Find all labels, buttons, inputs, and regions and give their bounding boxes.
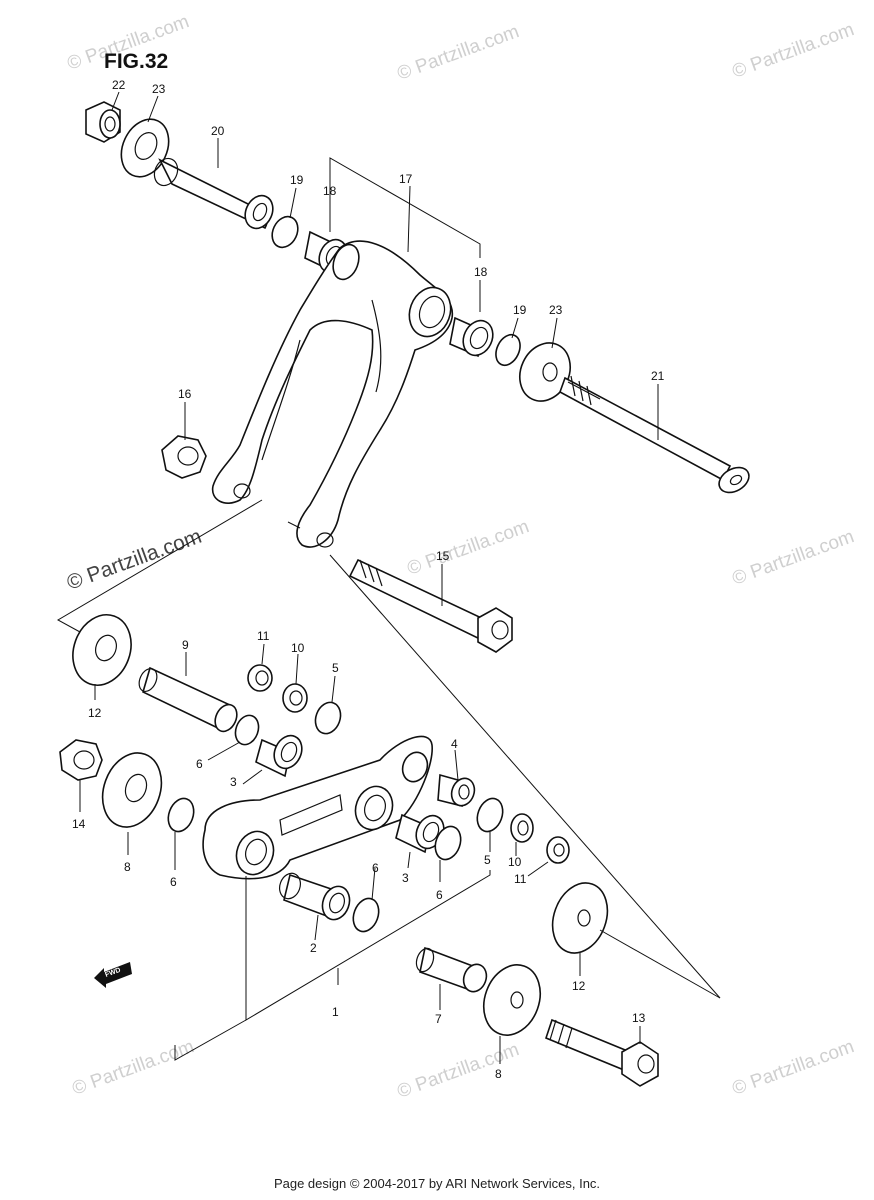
part-4-collar [437,773,476,807]
part-20-sleeve [153,157,274,230]
part-19-oring [495,333,521,367]
watermark-strong: © Partzilla.com [64,525,205,595]
watermark: © Partzilla.com [405,516,532,580]
part-8-washer [101,752,163,828]
figure-title: FIG.32 [104,50,168,73]
part-23-washer [519,342,571,402]
callout-21: 21 [651,369,665,383]
callout-8: 8 [124,860,131,874]
part-11-seal [546,836,570,864]
part-14-nut [59,739,103,781]
callout-23: 23 [549,303,563,317]
callout-18: 18 [474,265,488,279]
callout-9: 9 [182,638,189,652]
part-13-bolt [545,1018,659,1087]
callout-6: 6 [372,861,379,875]
callout-20: 20 [211,124,225,138]
callout-3: 3 [230,775,237,789]
part-21-bolt [559,375,750,494]
callout-6: 6 [196,757,203,771]
callout-12: 12 [88,706,102,720]
part-6-oring [167,797,195,833]
callout-4: 4 [451,737,458,751]
part-1-cushion-rod [202,735,433,880]
callout-11: 11 [257,629,270,643]
callout-19: 19 [290,173,304,187]
callout-5: 5 [484,853,491,867]
watermark: © Partzilla.com [395,21,522,85]
part-3-bearing [395,813,445,854]
part-10-bearing [282,683,308,713]
part-6-oring [434,825,462,861]
part-23-washer [120,118,170,178]
callout-22: 22 [112,78,126,92]
part-12-washer [72,614,132,686]
callout-6: 6 [436,888,443,902]
part-5-oring [314,701,342,735]
part-6-oring [352,897,380,933]
callout-2: 2 [310,941,317,955]
callout-23: 23 [152,82,166,96]
part-12-washer [551,882,609,954]
part-19-oring [271,215,299,249]
part-8-washer [482,964,542,1036]
watermark: © Partzilla.com [70,1036,197,1100]
part-17-cushion-lever [211,240,454,548]
callout-13: 13 [632,1011,646,1025]
part-16-nut [161,435,207,479]
watermark: © Partzilla.com [730,526,857,590]
callout-6: 6 [170,875,177,889]
part-18-bearing [449,316,494,358]
callout-15: 15 [436,549,450,563]
callout-10: 10 [291,641,305,655]
callout-7: 7 [435,1012,442,1026]
callout-16: 16 [178,387,192,401]
part-10-bearing [510,813,534,843]
part-9-sleeve [138,666,238,733]
leader-lines [56,91,721,1064]
part-11-seal [247,664,273,692]
callout-8: 8 [495,1067,502,1081]
callout-17: 17 [399,172,413,186]
callouts: 22 23 20 19 18 17 18 19 23 21 16 15 12 9… [72,78,665,1081]
callout-11: 11 [514,872,527,886]
part-7-spacer [415,946,488,993]
callout-18: 18 [323,184,337,198]
callout-1: 1 [332,1005,339,1019]
page-footer: Page design © 2004-2017 by ARI Network S… [273,1176,601,1191]
callout-5: 5 [332,661,339,675]
callout-10: 10 [508,855,522,869]
part-2-bearing [279,872,351,921]
part-15-bolt [348,558,513,653]
part-22-nut [85,101,121,143]
callout-12: 12 [572,979,586,993]
callout-14: 14 [72,817,86,831]
watermark: © Partzilla.com [395,1039,522,1103]
part-3-bearing [255,734,303,778]
watermark: © Partzilla.com [730,19,857,83]
fwd-arrow-icon: FWD [94,962,132,988]
part-6-oring [234,714,260,746]
part-5-oring [476,797,504,833]
watermark: © Partzilla.com [730,1036,857,1100]
callout-3: 3 [402,871,409,885]
callout-19: 19 [513,303,527,317]
